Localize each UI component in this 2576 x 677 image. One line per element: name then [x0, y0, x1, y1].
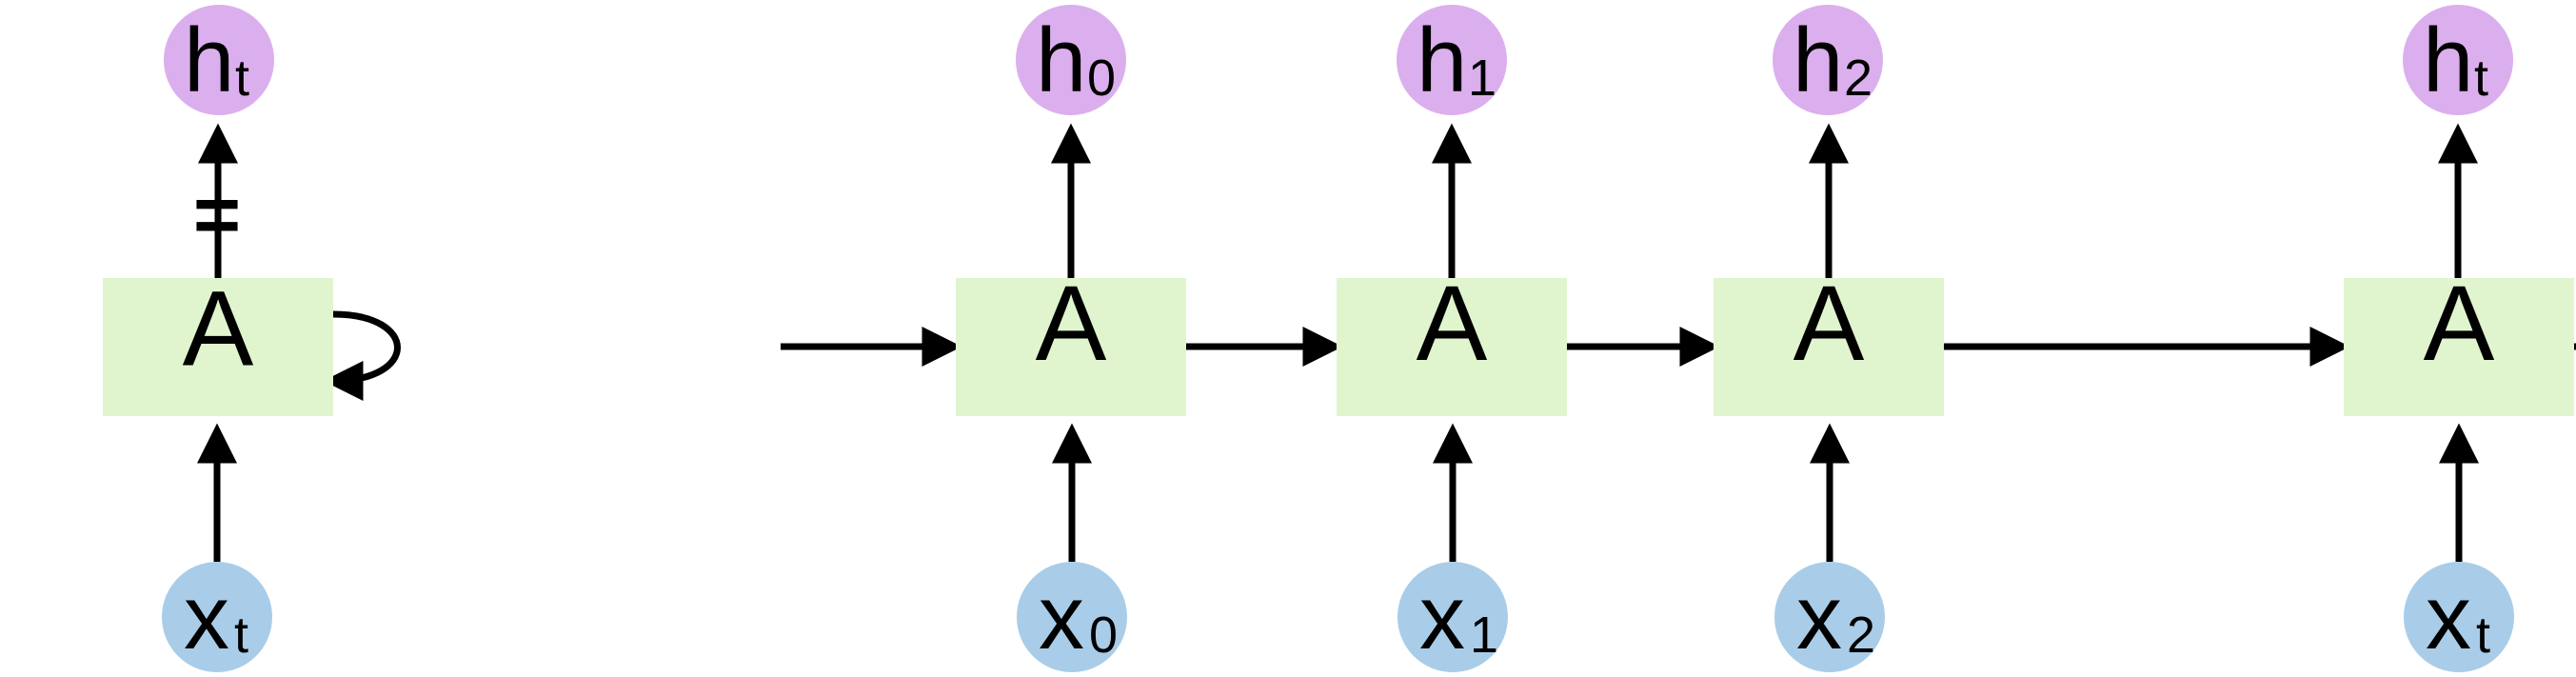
rnn-cell-box-step-t[interactable]: [2344, 278, 2574, 416]
rnn-cell-box-step-2[interactable]: [1714, 278, 1944, 416]
hidden-state-subscript-folded: t: [235, 50, 249, 107]
step-1-group: A h 1 x 1: [1337, 5, 1567, 672]
input-node-step-1[interactable]: [1397, 562, 1508, 672]
input-node-step-0[interactable]: [1017, 562, 1127, 672]
rnn-cell-box-step-0[interactable]: [956, 278, 1186, 416]
rnn-cell-label-step-t: A: [2424, 264, 2495, 383]
step-t-group: A h t x t: [2344, 5, 2574, 672]
input-subscript-step-0: 0: [1089, 607, 1118, 664]
input-subscript-step-t: t: [2476, 607, 2490, 664]
step-0-group: A h 0 x 0: [956, 5, 1186, 672]
input-node-step-2[interactable]: [1774, 562, 1885, 672]
hidden-state-subscript-step-t: t: [2474, 50, 2488, 107]
hidden-state-label-step-1: h: [1417, 10, 1467, 111]
unrolled-rnn-group: A h 0 x 0 A h 1 x 1: [781, 5, 2576, 672]
hidden-state-label-step-t: h: [2423, 10, 2473, 111]
input-label-folded: x: [184, 567, 229, 668]
self-loop-arrow-folded: [323, 310, 401, 401]
hidden-state-label-folded: h: [184, 10, 234, 111]
rnn-cell-label-step-1: A: [1417, 264, 1488, 383]
input-subscript-step-1: 1: [1470, 607, 1498, 664]
input-subscript-step-2: 2: [1847, 607, 1875, 664]
input-label-step-1: x: [1419, 567, 1465, 668]
hidden-state-node-step-0[interactable]: [1016, 5, 1126, 115]
hidden-state-subscript-step-2: 2: [1844, 50, 1873, 107]
input-label-step-t: x: [2426, 567, 2471, 668]
input-subscript-folded: t: [234, 607, 248, 664]
rnn-cell-label-step-0: A: [1036, 264, 1107, 383]
input-node-step-t[interactable]: [2404, 562, 2514, 672]
hidden-state-node-step-t[interactable]: [2403, 5, 2513, 115]
rnn-cell-label-folded: A: [183, 269, 254, 388]
input-node-folded[interactable]: [162, 562, 272, 672]
rnn-cell-label-step-2: A: [1793, 264, 1865, 383]
folded-rnn-group: A = h t x t: [103, 5, 401, 672]
input-label-step-0: x: [1039, 567, 1084, 668]
hidden-state-subscript-step-1: 1: [1468, 50, 1496, 107]
rnn-cell-box-step-1[interactable]: [1337, 278, 1567, 416]
hidden-state-label-step-2: h: [1793, 10, 1843, 111]
step-2-group: A h 2 x 2: [1714, 5, 1944, 672]
hidden-state-label-step-0: h: [1036, 10, 1086, 111]
rnn-cell-box-folded[interactable]: [103, 278, 333, 416]
input-label-step-2: x: [1796, 567, 1842, 668]
hidden-state-subscript-step-0: 0: [1087, 50, 1116, 107]
equals-sign: =: [193, 169, 241, 261]
hidden-state-node-step-1[interactable]: [1397, 5, 1507, 115]
hidden-state-node-folded[interactable]: [164, 5, 274, 115]
hidden-state-node-step-2[interactable]: [1773, 5, 1883, 115]
